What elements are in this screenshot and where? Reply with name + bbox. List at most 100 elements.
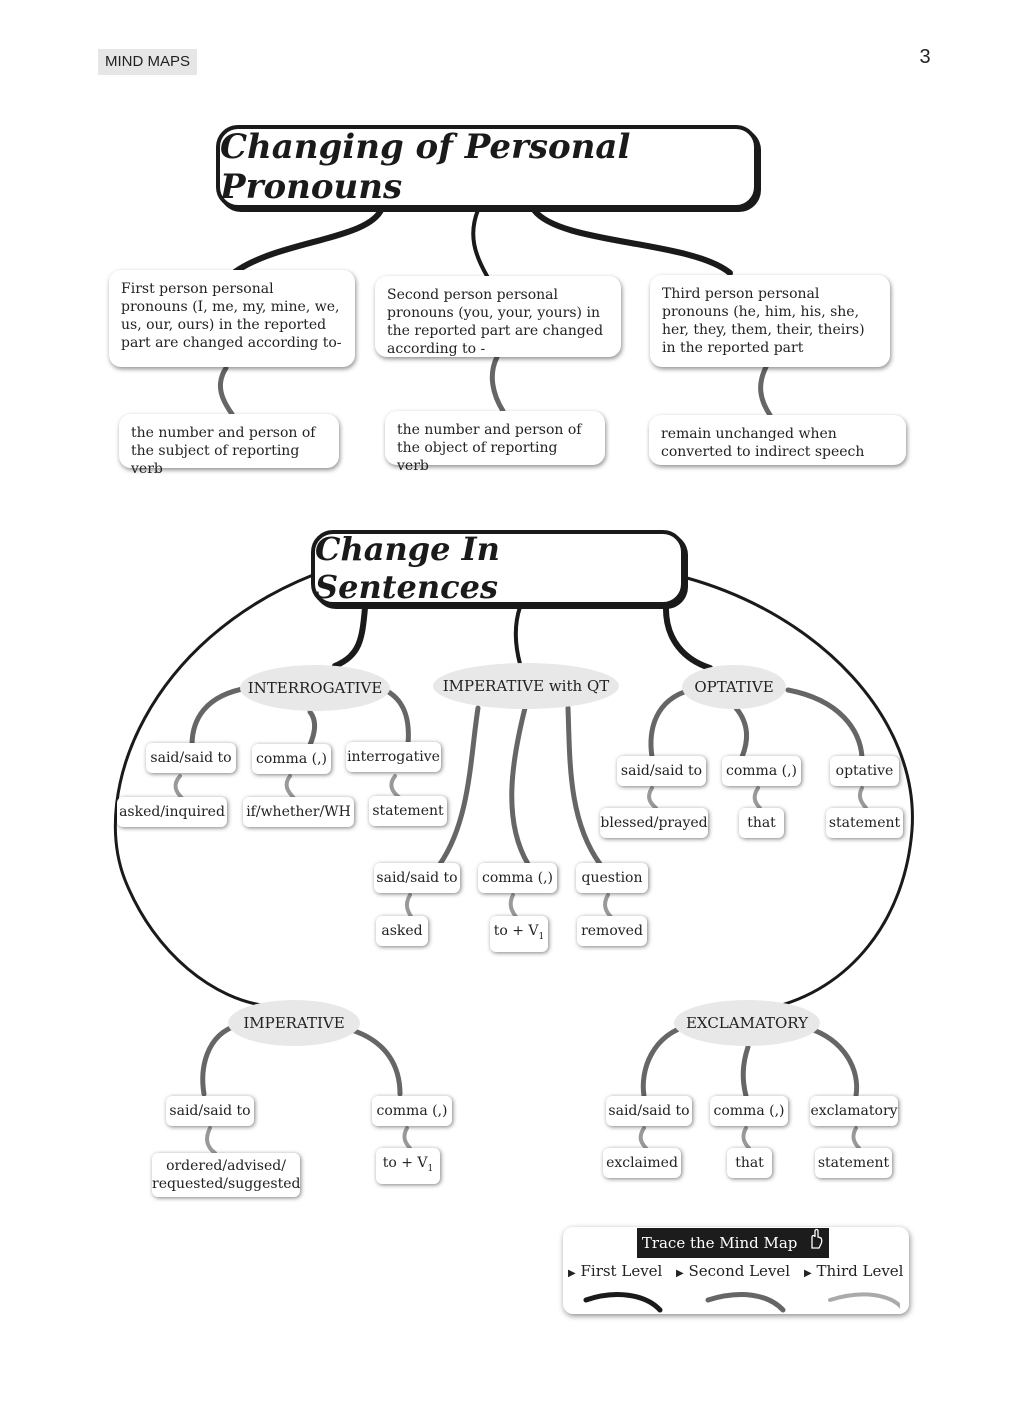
legend-second-level: ▶ Second Level [676,1262,790,1280]
connector [342,1025,403,1097]
node-that: that [739,808,784,838]
connector [471,208,489,278]
connector [638,1126,648,1150]
connector [741,1126,751,1150]
connector [389,774,402,800]
map1-title: Changing of Personal Pronouns [216,125,758,209]
connector [758,364,773,418]
node-if-whether: if/whether/WH [243,797,354,827]
third-level-swatch [828,1292,900,1309]
node-to-v1-sub: 1 [427,1163,434,1174]
pronoun-second-box: Second person personal pronouns (you, yo… [375,276,621,357]
triangle-bullet-icon: ▶ [804,1268,812,1279]
page-number: 3 [919,46,931,68]
node-to-v1: to + V1 [376,1148,440,1184]
node-asked: asked [376,916,428,946]
node-question: question [576,863,648,893]
pronoun-first-result: the number and person of the subject of … [119,414,339,477]
oval-interrogative: INTERROGATIVE [240,665,390,711]
section-tag: MIND MAPS [98,49,197,75]
second-level-swatch [705,1292,786,1313]
node-said: said/said to [166,1096,254,1126]
connector [640,1022,693,1099]
oval-imperative: IMPERATIVE [228,1000,360,1046]
connector [851,1126,861,1150]
connector [531,207,733,276]
node-ordered-line2: requested/suggested [152,1176,301,1192]
node-optative: optative [830,756,899,786]
connector [733,705,749,760]
connector [785,687,865,760]
connector [402,1126,412,1150]
node-exclamatory: exclamatory [810,1096,898,1126]
pronoun-second-result: the number and person of the object of r… [385,411,605,474]
connector [857,786,868,810]
connector [805,1025,860,1099]
map2-title: Change In Sentences [311,530,685,606]
legend-title-text: Trace the Mind Map [641,1234,798,1252]
connector [113,573,315,1008]
connector [404,893,414,920]
node-removed: removed [577,916,647,946]
node-comma: comma (,) [722,756,801,786]
node-interrogative: interrogative [346,742,441,772]
oval-exclamatory: EXCLAMATORY [674,1000,820,1046]
node-said: said/said to [146,743,236,773]
connector [647,786,658,810]
connector [508,893,519,920]
legend-first-level: ▶ First Level [568,1262,662,1280]
connector [284,774,296,800]
legend-swatches [583,1292,900,1313]
connector [232,205,385,275]
oval-optative: OPTATIVE [682,665,786,709]
pronoun-third-box: Third person personal pronouns (he, him,… [650,275,890,367]
connector [603,893,614,920]
legend-second-label: Second Level [688,1262,791,1280]
pronoun-first-box: First person personal pronouns (I, me, m… [109,270,355,367]
connector [740,1044,751,1099]
connector [685,576,914,1010]
node-comma: comma (,) [710,1096,788,1126]
legend-first-label: First Level [580,1262,663,1280]
node-ordered-advised: ordered/advised/ requested/suggested [152,1153,300,1197]
node-ordered-line1: ordered/advised/ [166,1158,286,1174]
connector [437,705,481,867]
node-said: said/said to [606,1096,692,1126]
connector [489,354,506,414]
node-to-v1-text: to + V [382,1155,428,1171]
connector [189,685,251,748]
node-said: said/said to [374,863,460,893]
pronoun-third-result: remain unchanged when converted to indir… [649,415,906,465]
connector [648,687,693,760]
legend-third-level: ▶ Third Level [804,1262,903,1280]
node-to-v1-sub: 1 [538,931,545,942]
triangle-bullet-icon: ▶ [676,1268,684,1279]
triangle-bullet-icon: ▶ [568,1268,576,1279]
node-blessed-prayed: blessed/prayed [600,808,708,838]
node-exclaimed: exclaimed [603,1148,681,1178]
pointing-hand-icon [806,1228,824,1260]
oval-imperative-qt: IMPERATIVE with QT [433,663,619,709]
node-comma: comma (,) [478,863,557,893]
node-statement: statement [826,808,903,838]
node-comma: comma (,) [252,744,331,774]
node-statement: statement [815,1148,892,1178]
node-that: that [727,1148,772,1178]
node-asked-inquired: asked/inquired [117,797,227,827]
connector [662,603,713,671]
connector [205,1126,217,1155]
connector [200,1022,241,1097]
connector [307,709,318,748]
connector [565,705,603,867]
node-to-v1: to + V1 [490,916,548,952]
node-to-v1-text: to + V [493,923,539,939]
legend-title: Trace the Mind Map [637,1228,829,1258]
legend-third-label: Third Level [816,1262,904,1280]
node-comma: comma (,) [372,1096,452,1126]
node-statement: statement [369,796,447,826]
connector [332,605,368,669]
connector [513,605,522,666]
node-said: said/said to [617,756,706,786]
connector [173,774,184,800]
